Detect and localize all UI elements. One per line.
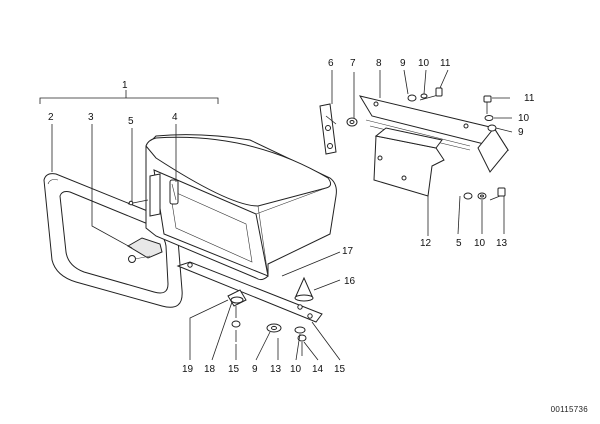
callout-18: 18 [204, 364, 216, 375]
washer-bolt-stack [266, 323, 307, 356]
callout-15-right: 15 [334, 364, 346, 375]
spacer-7 [346, 117, 358, 127]
callout-labels: 1 2 3 4 5 6 7 8 9 10 11 11 10 9 12 5 10 … [48, 58, 535, 375]
diagram-id: 00115736 [550, 405, 588, 414]
callout-9-right: 9 [518, 127, 524, 138]
callout-1: 1 [122, 80, 128, 91]
callout-4: 4 [172, 112, 178, 123]
frame-bezel [43, 173, 183, 308]
callout-14: 14 [312, 364, 324, 375]
callout-2: 2 [48, 112, 54, 123]
callout-12: 12 [420, 238, 432, 249]
buffer-stack-18-19 [227, 289, 247, 342]
housing-box [145, 134, 337, 281]
callout-13-right: 13 [496, 238, 508, 249]
callout-8: 8 [376, 58, 382, 69]
mounting-plate-12 [373, 127, 445, 197]
callout-15-left: 15 [228, 364, 240, 375]
bracket-rail-8 [358, 95, 510, 173]
callout-10-lower: 10 [474, 238, 486, 249]
bolt-11-upper [407, 87, 443, 102]
rubber-buffer-16 [294, 276, 314, 302]
assembly-bracket-1 [39, 90, 219, 104]
callout-6: 6 [328, 58, 334, 69]
callout-11-top: 11 [440, 58, 451, 69]
callout-5-upper: 5 [128, 116, 134, 127]
callout-9-bottom: 9 [252, 364, 258, 375]
mounting-strip-17 [176, 261, 323, 323]
callout-9-top: 9 [400, 58, 406, 69]
bolt-11-right [483, 95, 497, 132]
callout-3: 3 [88, 112, 94, 123]
callout-19: 19 [182, 364, 194, 375]
callout-10-bottom: 10 [290, 364, 302, 375]
callout-5-lower: 5 [456, 238, 462, 249]
screw-5-upper [127, 199, 149, 206]
callout-11-right: 11 [524, 93, 535, 104]
fasteners-lower-right [463, 187, 506, 201]
callout-17: 17 [342, 246, 354, 257]
leader-lines [51, 69, 513, 361]
callout-10-top: 10 [418, 58, 430, 69]
hinge-plate-6 [319, 103, 337, 155]
callout-13-bottom: 13 [270, 364, 282, 375]
callout-7: 7 [350, 58, 356, 69]
clip-3 [127, 237, 163, 263]
callout-16: 16 [344, 276, 356, 287]
callout-10-right: 10 [518, 113, 530, 124]
